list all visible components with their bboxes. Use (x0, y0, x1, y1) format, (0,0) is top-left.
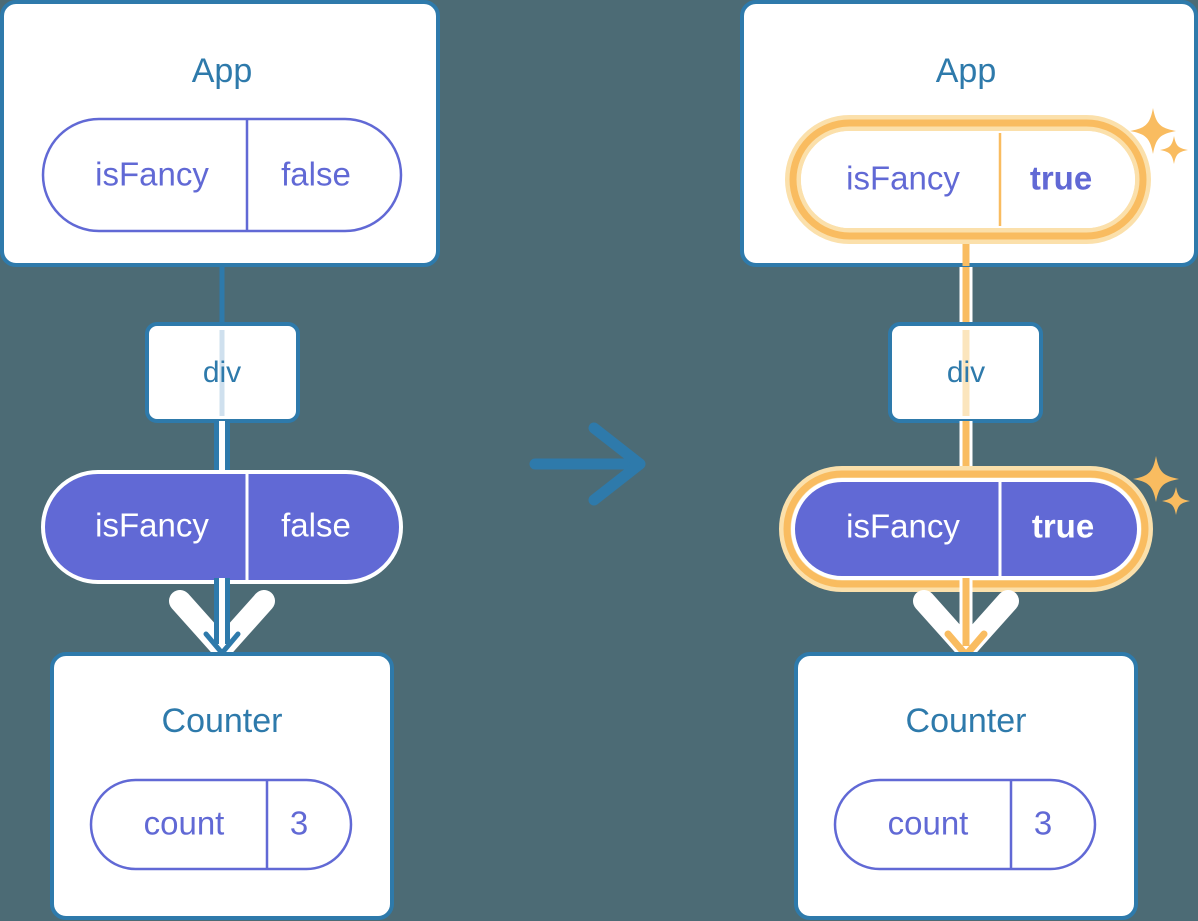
app-state-pill-before: isFancy false (41, 117, 403, 233)
sparkle-large-icon (1133, 456, 1179, 502)
app-pill-key-before: isFancy (95, 156, 209, 193)
arrow-prop-to-counter-after (913, 578, 1019, 659)
div-box-after: div (888, 322, 1043, 423)
prop-pill-key-after: isFancy (846, 508, 960, 545)
counter-pill-key-before: count (144, 805, 225, 842)
counter-title-after: Counter (906, 702, 1027, 740)
sparkle-group-prop-after (1133, 456, 1190, 515)
app-pill-value-after: true (1030, 160, 1092, 197)
div-box-before: div (145, 322, 300, 423)
app-pill-value-before: false (281, 156, 351, 193)
prop-pill-key-before: isFancy (95, 507, 209, 544)
sparkle-group-app-after (1130, 108, 1188, 164)
sparkle-small-icon (1160, 136, 1188, 164)
app-state-pill-after: isFancy true (785, 115, 1151, 244)
counter-state-pill-before: count 3 (89, 778, 353, 871)
div-label-after: div (947, 356, 985, 389)
counter-pill-key-after: count (888, 805, 969, 842)
counter-pill-value-before: 3 (290, 805, 308, 842)
sparkle-small-icon (1162, 487, 1190, 515)
prop-pill-value-after: true (1032, 508, 1094, 545)
highlight-ring (789, 119, 1147, 240)
prop-pill-before: isFancy false (41, 470, 403, 584)
sparkle-large-icon (1130, 108, 1176, 154)
counter-title-before: Counter (162, 702, 283, 740)
panel-before: App isFancy false div isFa (0, 0, 440, 920)
counter-pill-value-after: 3 (1034, 805, 1052, 842)
app-pill-key-after: isFancy (846, 160, 960, 197)
arrow-prop-to-counter-before (169, 578, 275, 659)
counter-state-pill-after: count 3 (833, 778, 1097, 871)
app-title-after: App (936, 52, 997, 90)
panel-after: App isFancy true div (740, 0, 1198, 920)
prop-pill-after: isFancy true (779, 466, 1153, 592)
prop-pill-value-before: false (281, 507, 351, 544)
app-title-before: App (192, 52, 253, 90)
div-label-before: div (203, 356, 241, 389)
transition-arrow-icon (529, 422, 646, 506)
